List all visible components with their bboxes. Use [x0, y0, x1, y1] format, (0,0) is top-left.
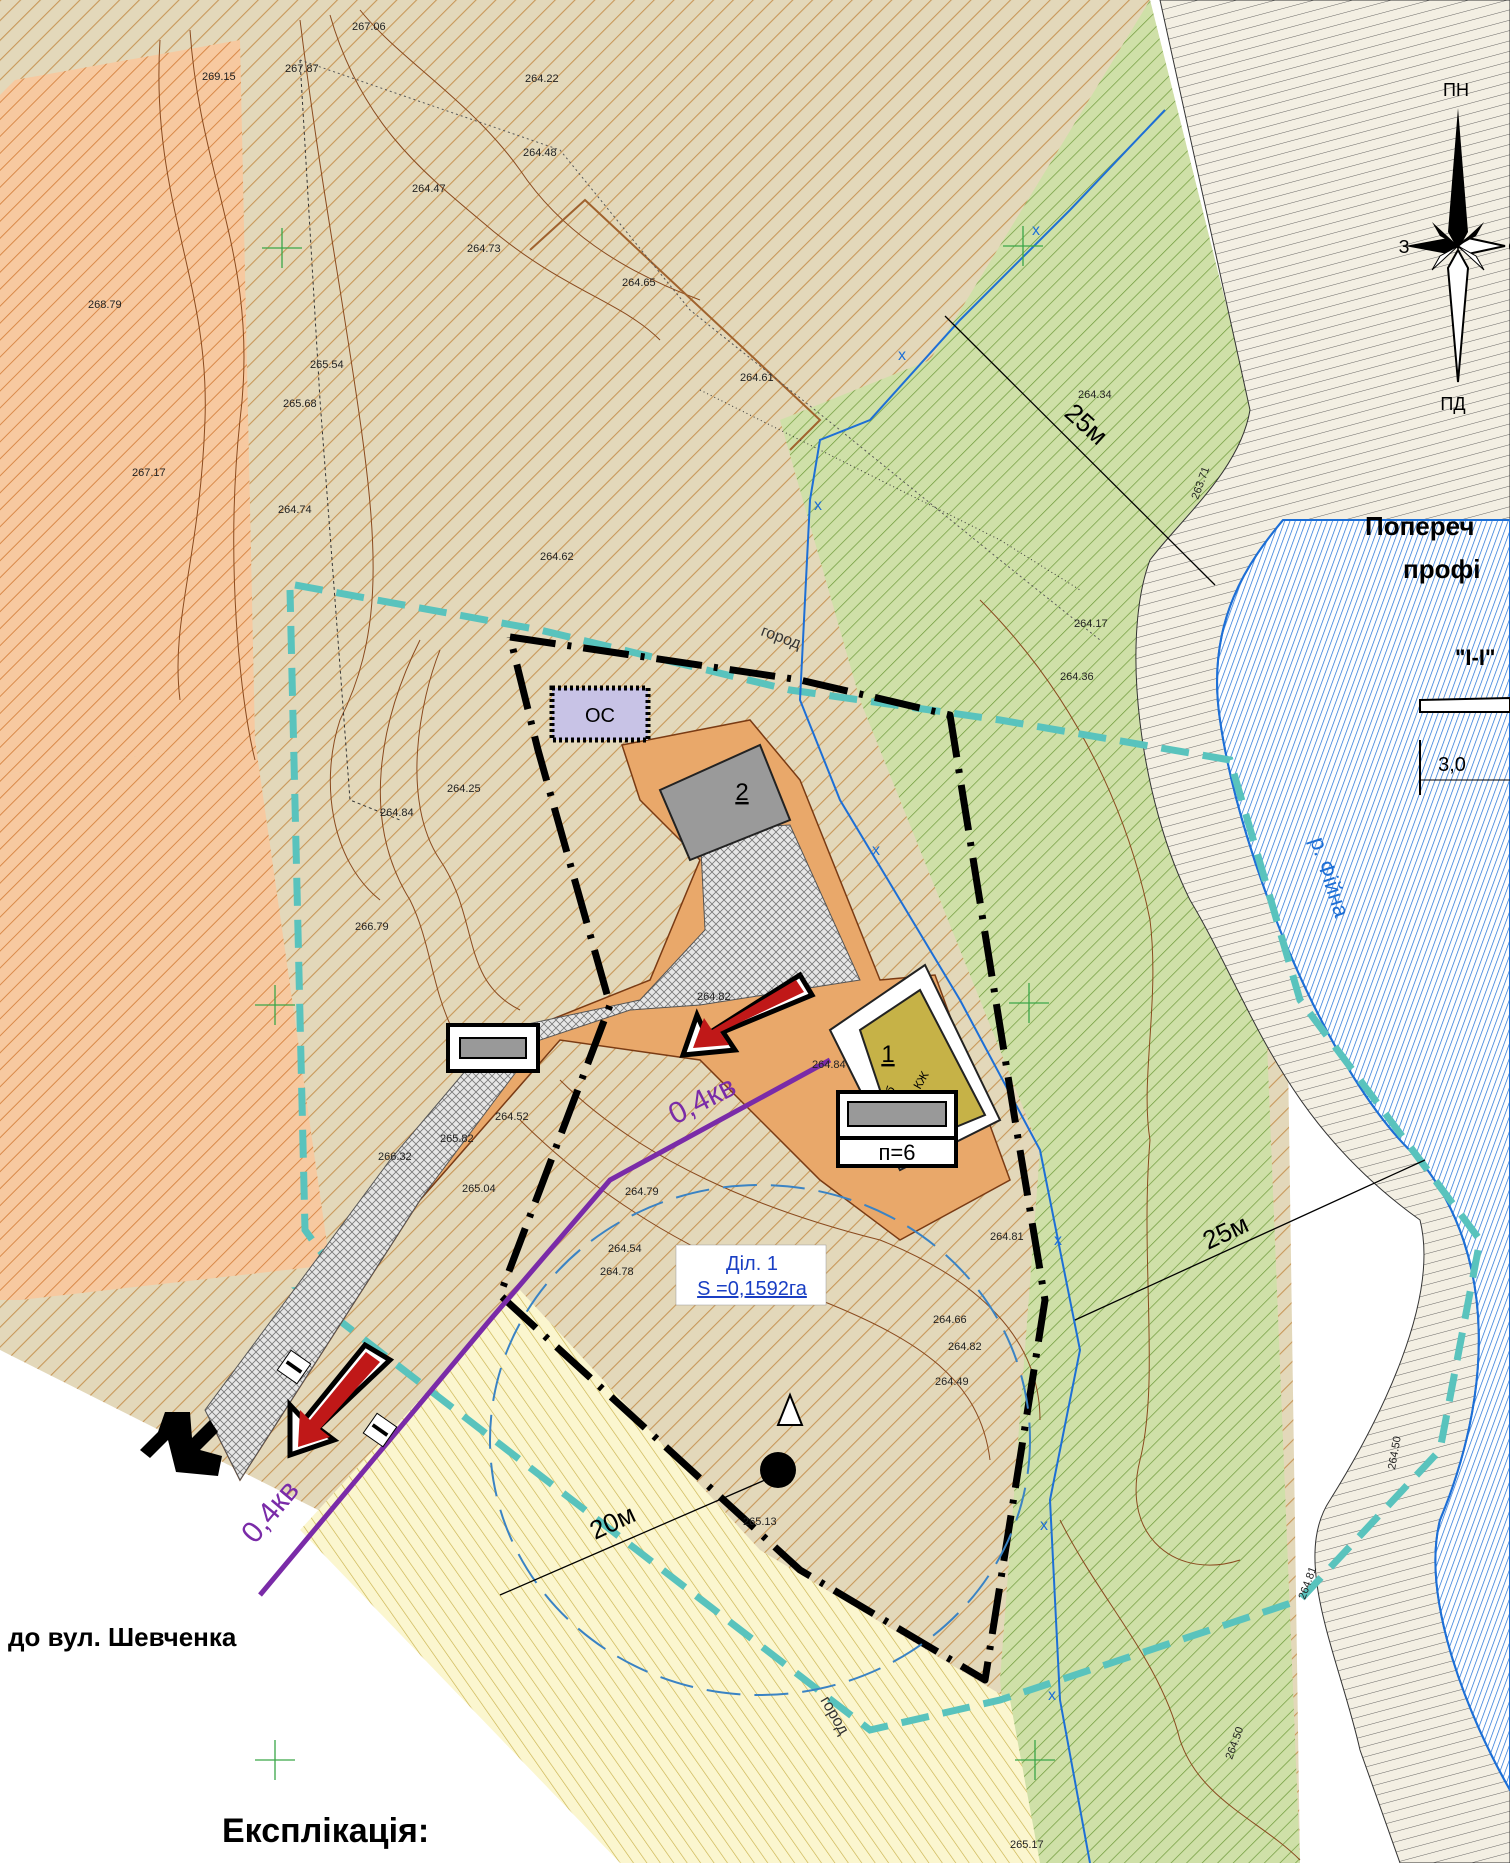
spot-height: 264.34: [1078, 389, 1112, 401]
profile-title-line2: профі: [1403, 554, 1480, 584]
spot-height: 265.54: [310, 359, 344, 371]
well-symbol: [760, 1392, 804, 1488]
spot-height: 264.65: [622, 277, 656, 289]
survey-line-west: [299, 59, 401, 821]
plot-area: S =0,1592га: [697, 1278, 808, 1300]
direction-label: до вул. Шевченка: [8, 1622, 237, 1652]
spot-height: 267.06: [352, 21, 386, 33]
spot-height: 265.04: [462, 1183, 496, 1195]
spot-height: 264.84: [812, 1059, 846, 1071]
direction-arrow: [140, 1412, 222, 1476]
legend-title: Експлікація:: [222, 1812, 429, 1850]
profile-dimension: 3,0: [1438, 754, 1466, 776]
building-2-label: 2: [735, 779, 748, 806]
spot-height: 268.79: [88, 299, 122, 311]
green-zone: [780, 0, 1300, 1863]
floors-label: п=6: [879, 1140, 916, 1165]
contour-lines: [158, 9, 1301, 1861]
spot-height: 264.54: [608, 1243, 642, 1255]
survey-line: [299, 59, 1101, 641]
svg-text:x: x: [872, 842, 880, 859]
spot-height: 264.62: [540, 551, 574, 563]
entry-arrow-lower: [287, 1341, 395, 1459]
spot-height: 265.13: [743, 1516, 777, 1528]
spot-heights: 267.06 269.15 267.87 264.22 264.48 264.4…: [88, 21, 1404, 1851]
spot-height: 267.17: [132, 467, 166, 479]
svg-text:x: x: [1054, 1232, 1062, 1249]
spot-height: 264.49: [935, 1376, 969, 1388]
section-mark-left: I: [276, 1349, 312, 1385]
entry-arrow-upper: [679, 971, 816, 1058]
plot-name: Діл. 1: [726, 1253, 778, 1275]
spot-height: 265.68: [283, 398, 317, 410]
svg-text:x: x: [1040, 1517, 1048, 1534]
section-mark-right: I: [362, 1412, 398, 1448]
spot-height: 264.50: [1386, 1435, 1404, 1470]
small-structure: [446, 1023, 540, 1073]
spot-height: 264.48: [523, 147, 557, 159]
spot-height: 264.47: [412, 183, 446, 195]
septic-label: ОС: [585, 705, 615, 727]
spot-height: 267.87: [285, 63, 319, 75]
dimension-lines: [499, 315, 1426, 1596]
svg-text:x: x: [1032, 222, 1040, 239]
paved-area: [204, 824, 861, 1482]
building-1-label: 1: [881, 1041, 894, 1068]
plot-label: Діл. 1 S =0,1592га: [675, 1244, 827, 1306]
spot-height: 264.82: [948, 1341, 982, 1353]
svg-text:x: x: [1048, 1687, 1056, 1704]
profile-section: "I-I": [1455, 645, 1495, 670]
spot-height: 264.82: [697, 991, 731, 1003]
spot-height: 264.73: [467, 243, 501, 255]
spot-height: 266.79: [355, 921, 389, 933]
plot-boundary: [496, 633, 1049, 1684]
spot-height: 265.82: [440, 1133, 474, 1145]
compass-west: З: [1399, 237, 1410, 257]
spot-height: 264.66: [933, 1314, 967, 1326]
svg-text:x: x: [814, 497, 822, 514]
profile-title-line1: Попереч: [1365, 511, 1475, 541]
compass-south: ПД: [1440, 394, 1465, 414]
compass-rose: [1405, 108, 1506, 383]
septic-tank: [549, 685, 651, 743]
building-2: [658, 743, 792, 862]
spot-height: 266.32: [378, 1151, 412, 1163]
spot-height: 269.15: [202, 71, 236, 83]
grid-crosses: [255, 226, 1055, 1780]
forest-zone-lower: [0, 740, 330, 1300]
spot-height: 264.79: [625, 1186, 659, 1198]
spot-height: 264.78: [600, 1266, 634, 1278]
spot-height: 264.25: [447, 783, 481, 795]
compass-east: С: [1508, 237, 1510, 257]
spot-height: 264.52: [495, 1111, 529, 1123]
compass-north: ПН: [1443, 80, 1469, 100]
blank-area: [0, 1350, 620, 1863]
profile-scale-bar: [1419, 696, 1510, 795]
power-line: [258, 1057, 832, 1597]
neighbor-boundary: [529, 198, 822, 451]
setback-circle: [489, 1184, 1031, 1696]
spot-height: 264.81: [990, 1231, 1024, 1243]
water-pipe: [798, 109, 1166, 1863]
spot-height: 264.36: [1060, 671, 1094, 683]
spot-height: 264.17: [1074, 618, 1108, 630]
spot-height: 265.17: [1010, 1839, 1044, 1851]
spot-height: 264.22: [525, 73, 559, 85]
floors-badge: п=6: [836, 1090, 958, 1168]
spot-height: 264.61: [740, 372, 774, 384]
spot-height: 264.84: [380, 807, 414, 819]
spot-height: 264.74: [278, 504, 312, 516]
forest-zone: [0, 40, 255, 775]
water-pipe-marks: x x x x x x x: [814, 222, 1062, 1704]
svg-text:x: x: [898, 347, 906, 364]
